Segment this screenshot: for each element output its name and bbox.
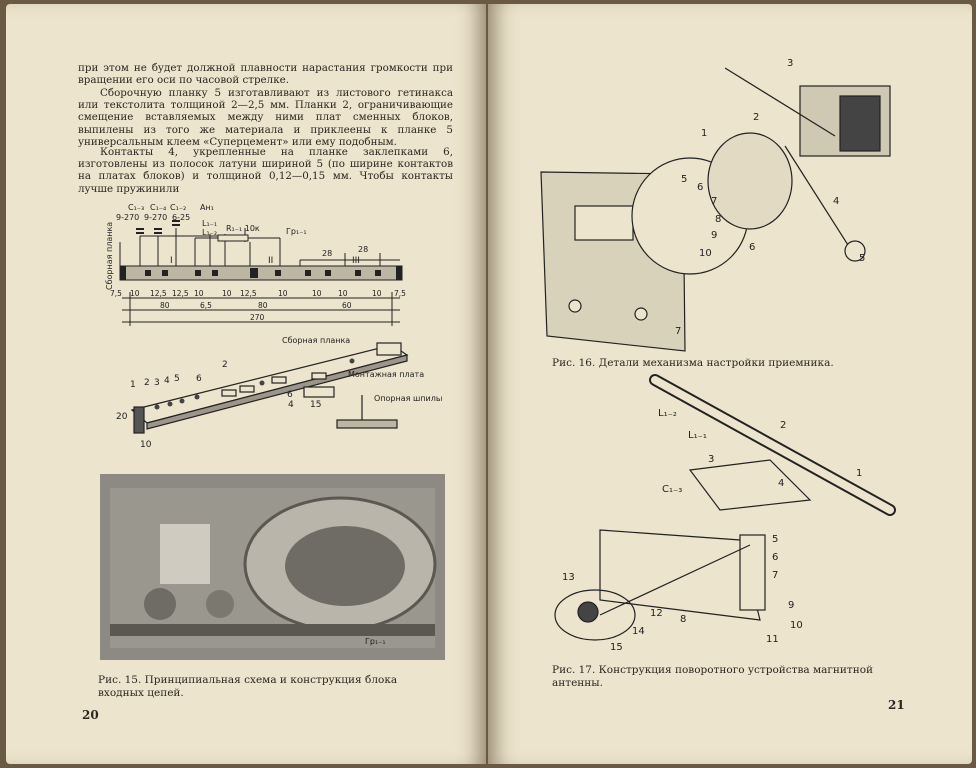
cap-value-1: 9-270 bbox=[116, 213, 139, 222]
dim-row2-1: 80 bbox=[160, 301, 170, 310]
coil-label-2: L₁₋₂ bbox=[202, 228, 217, 237]
schematic-diagram: C₁₋₃ C₁₋₄ C₁₋₂ 9-270 9-270 6-25 Aн₁ L₁₋₁… bbox=[105, 203, 406, 326]
dial-number-7: 7 bbox=[711, 196, 717, 207]
paragraph-3: Контакты 4, укрепленные на планке заклеп… bbox=[78, 146, 453, 195]
fig17-label-9: 6 bbox=[772, 552, 778, 563]
fig17-label-10: 7 bbox=[772, 570, 778, 581]
cap-label-2: C₁₋₄ bbox=[150, 203, 166, 212]
cap-value-2: 9-270 bbox=[144, 213, 167, 222]
fig17-label-1: L₁₋₂ bbox=[658, 408, 677, 419]
caption-fig16: Рис. 16. Детали механизма настройки прие… bbox=[552, 357, 834, 369]
assembly-num-4: 4 bbox=[164, 376, 170, 386]
caption-fig17: Рис. 17. Конструкция поворотного устройс… bbox=[552, 664, 874, 689]
section-2: II bbox=[268, 256, 273, 266]
dim-total: 270 bbox=[250, 313, 265, 322]
resistor-label: R₁₋₁ 10к bbox=[226, 224, 260, 233]
coil-label-1: L₁₋₁ bbox=[202, 219, 217, 228]
socket-label: Гр₁₋₁ bbox=[286, 227, 307, 236]
assembly-num-9: 4 bbox=[288, 400, 294, 410]
page-number-right: 21 bbox=[888, 698, 905, 712]
page-number-left: 20 bbox=[82, 708, 99, 722]
antenna-rotator-figure: L₁₋₂ L₁₋₁ 1 2 3 C₁₋₃ 4 5 6 7 8 9 10 11 1… bbox=[554, 374, 896, 653]
assembly-num-12: 10 bbox=[140, 440, 152, 450]
fig17-label-5: 3 bbox=[708, 454, 714, 465]
right-page bbox=[488, 4, 972, 764]
dim-3: 12,5 bbox=[150, 289, 167, 298]
photo-label: Гр₁₋₁ bbox=[365, 637, 386, 646]
fig17-label-15: 12 bbox=[650, 608, 663, 619]
assembly-num-6: 6 bbox=[196, 374, 202, 384]
dim-1: 7,5 bbox=[110, 289, 122, 298]
dim-6: 10 bbox=[222, 289, 232, 298]
paragraph-1: при этом не будет должной плавности нара… bbox=[78, 62, 453, 87]
dim-10: 10 bbox=[338, 289, 348, 298]
fig16-label-2: 2 bbox=[753, 112, 759, 123]
fig16-label-3: 3 bbox=[787, 58, 793, 69]
mark-1: 28 bbox=[322, 249, 332, 258]
assembly-photo: Гр₁₋₁ bbox=[100, 474, 445, 660]
assembly-num-2: 2 bbox=[144, 378, 150, 388]
dial-number-5: 5 bbox=[681, 174, 687, 185]
cap-label-1: C₁₋₃ bbox=[128, 203, 144, 212]
fig17-label-16: 13 bbox=[562, 572, 575, 583]
assembly-num-11: 20 bbox=[116, 412, 128, 422]
antenna-label: Aн₁ bbox=[200, 203, 214, 212]
cap-value-3: 6-25 bbox=[172, 213, 190, 222]
assembly-num-8: 6 bbox=[287, 390, 293, 400]
dim-5: 10 bbox=[194, 289, 204, 298]
caption-fig15: Рис. 15. Принципиальная схема и конструк… bbox=[98, 674, 398, 699]
dial-number-10: 10 bbox=[699, 248, 712, 259]
fig17-label-7: 4 bbox=[778, 478, 784, 489]
dim-9: 10 bbox=[312, 289, 322, 298]
fig17-label-18: 15 bbox=[610, 642, 623, 653]
dim-11: 10 bbox=[372, 289, 382, 298]
mark-2: 28 bbox=[358, 245, 368, 254]
fig17-label-17: 14 bbox=[632, 626, 645, 637]
assembly-num-3: 3 bbox=[154, 378, 160, 388]
assembly-num-5: 5 bbox=[174, 374, 180, 384]
assembly-drawing: Сборная планка Монтажная плата Опорная ш… bbox=[116, 336, 442, 450]
fig17-label-13: 10 bbox=[790, 620, 803, 631]
dial-number-8: 8 bbox=[715, 214, 721, 225]
dial-number-6: 6 bbox=[697, 182, 703, 193]
section-3: III bbox=[352, 256, 360, 266]
fig16-label-5: 5 bbox=[859, 253, 865, 264]
fig17-label-2: L₁₋₁ bbox=[688, 430, 707, 441]
fig17-label-6: C₁₋₃ bbox=[662, 484, 682, 495]
dim-4: 12,5 bbox=[172, 289, 189, 298]
fig17-label-14: 11 bbox=[766, 634, 779, 645]
dial-number-9: 9 bbox=[711, 230, 717, 241]
cap-label-3: C₁₋₂ bbox=[170, 203, 186, 212]
dim-2: 10 bbox=[130, 289, 140, 298]
dim-row2-2: 6,5 bbox=[200, 301, 212, 310]
mount-label: Монтажная плата bbox=[348, 370, 424, 379]
fig16-label-7: 7 bbox=[675, 326, 681, 337]
pin-label: Опорная шпилька bbox=[374, 394, 442, 403]
fig17-label-8: 5 bbox=[772, 534, 778, 545]
dim-8: 10 bbox=[278, 289, 288, 298]
fig16-label-1: 1 bbox=[701, 128, 707, 139]
fig16-label-6: 6 bbox=[749, 242, 755, 253]
side-label: Сборная планка bbox=[105, 222, 114, 290]
assembly-num-1: 1 bbox=[130, 380, 136, 390]
dim-row2-3: 80 bbox=[258, 301, 268, 310]
fig17-label-12: 9 bbox=[788, 600, 794, 611]
tuning-mechanism-figure: 1 2 3 4 5 6 7 5 6 7 8 9 10 bbox=[540, 58, 891, 352]
paragraph-2: Сборочную планку 5 изготавливают из лист… bbox=[78, 87, 453, 148]
dim-row2-4: 60 bbox=[342, 301, 352, 310]
dim-12: 7,5 bbox=[394, 289, 406, 298]
fig16-label-4: 4 bbox=[833, 196, 839, 207]
section-1: I bbox=[170, 256, 173, 266]
fig17-label-3: 1 bbox=[856, 468, 862, 479]
assembly-num-7: 2 bbox=[222, 360, 228, 370]
assembly-num-10: 15 bbox=[310, 400, 321, 410]
fig17-label-11: 8 bbox=[680, 614, 686, 625]
fig17-label-4: 2 bbox=[780, 420, 786, 431]
assembly-title: Сборная планка bbox=[282, 336, 350, 345]
dim-7: 12,5 bbox=[240, 289, 257, 298]
